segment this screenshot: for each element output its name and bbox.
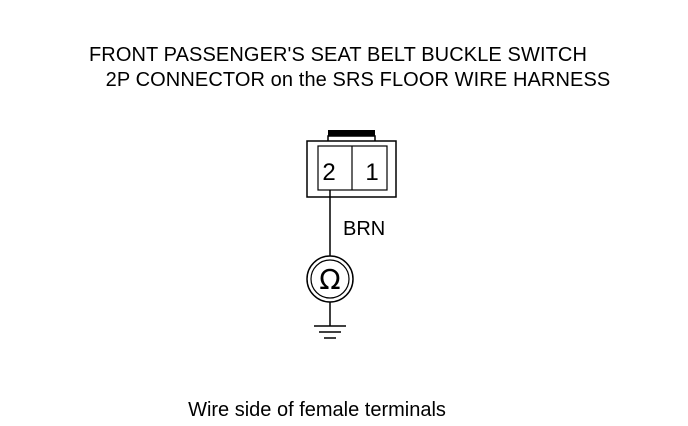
pin-2-label: 2	[322, 159, 335, 186]
ohm-symbol: Ω	[319, 263, 340, 296]
diagram-caption: Wire side of female terminals	[188, 399, 446, 421]
connector-latch	[327, 130, 376, 143]
ground-symbol-icon	[314, 325, 346, 339]
diagram-title-line-1: FRONT PASSENGER'S SEAT BELT BUCKLE SWITC…	[88, 44, 588, 66]
wire-color-label: BRN	[343, 218, 386, 240]
diagram-title-line-2: 2P CONNECTOR on the SRS FLOOR WIRE HARNE…	[105, 69, 611, 91]
connector-housing	[306, 140, 397, 198]
pin-1-label: 1	[365, 159, 378, 186]
ohmmeter-icon: Ω	[306, 255, 354, 303]
